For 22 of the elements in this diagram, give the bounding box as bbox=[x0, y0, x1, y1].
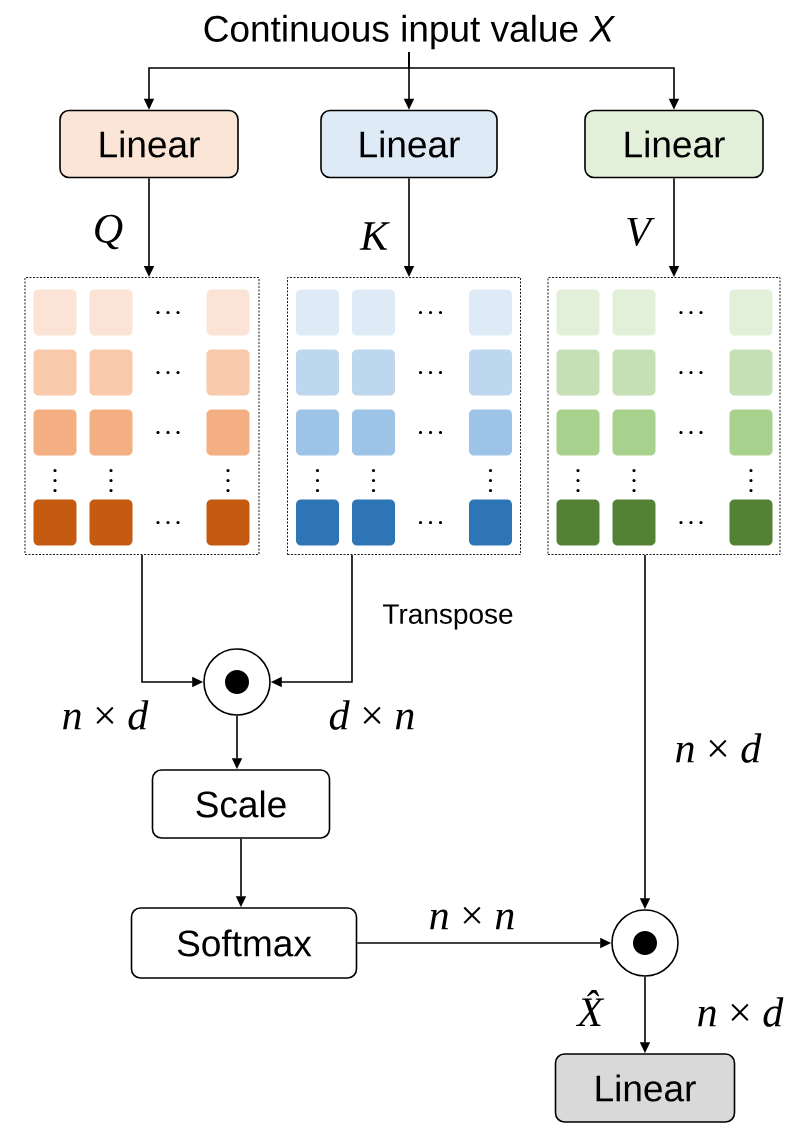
edge-label: K bbox=[359, 221, 391, 251]
edge-label: n × d bbox=[60, 699, 150, 731]
process-box: Linear bbox=[59, 109, 239, 179]
edge-label: n × d bbox=[695, 996, 785, 1028]
dot-product-circle bbox=[203, 648, 271, 716]
matrix-drawing bbox=[24, 277, 260, 555]
edge-label: V bbox=[624, 216, 656, 248]
matrix-drawing bbox=[287, 277, 521, 555]
process-box: Linear bbox=[320, 109, 498, 179]
process-box: Linear bbox=[554, 1053, 736, 1123]
dimension-label: d × n bbox=[329, 700, 414, 730]
edge-label: n × n bbox=[427, 905, 517, 931]
dot-product-circle bbox=[611, 909, 679, 977]
edge-label: Transpose bbox=[381, 603, 515, 631]
process-box: Scale bbox=[151, 769, 331, 839]
matrix-drawing bbox=[547, 277, 781, 555]
process-box: Softmax bbox=[130, 907, 358, 979]
heading-text: Continuous input value X bbox=[204, 14, 616, 50]
edge-label: Q bbox=[91, 213, 125, 251]
process-box: Linear bbox=[584, 109, 764, 179]
edge-label: n × d bbox=[673, 732, 763, 764]
dimension-label: X̂ bbox=[575, 990, 605, 1026]
